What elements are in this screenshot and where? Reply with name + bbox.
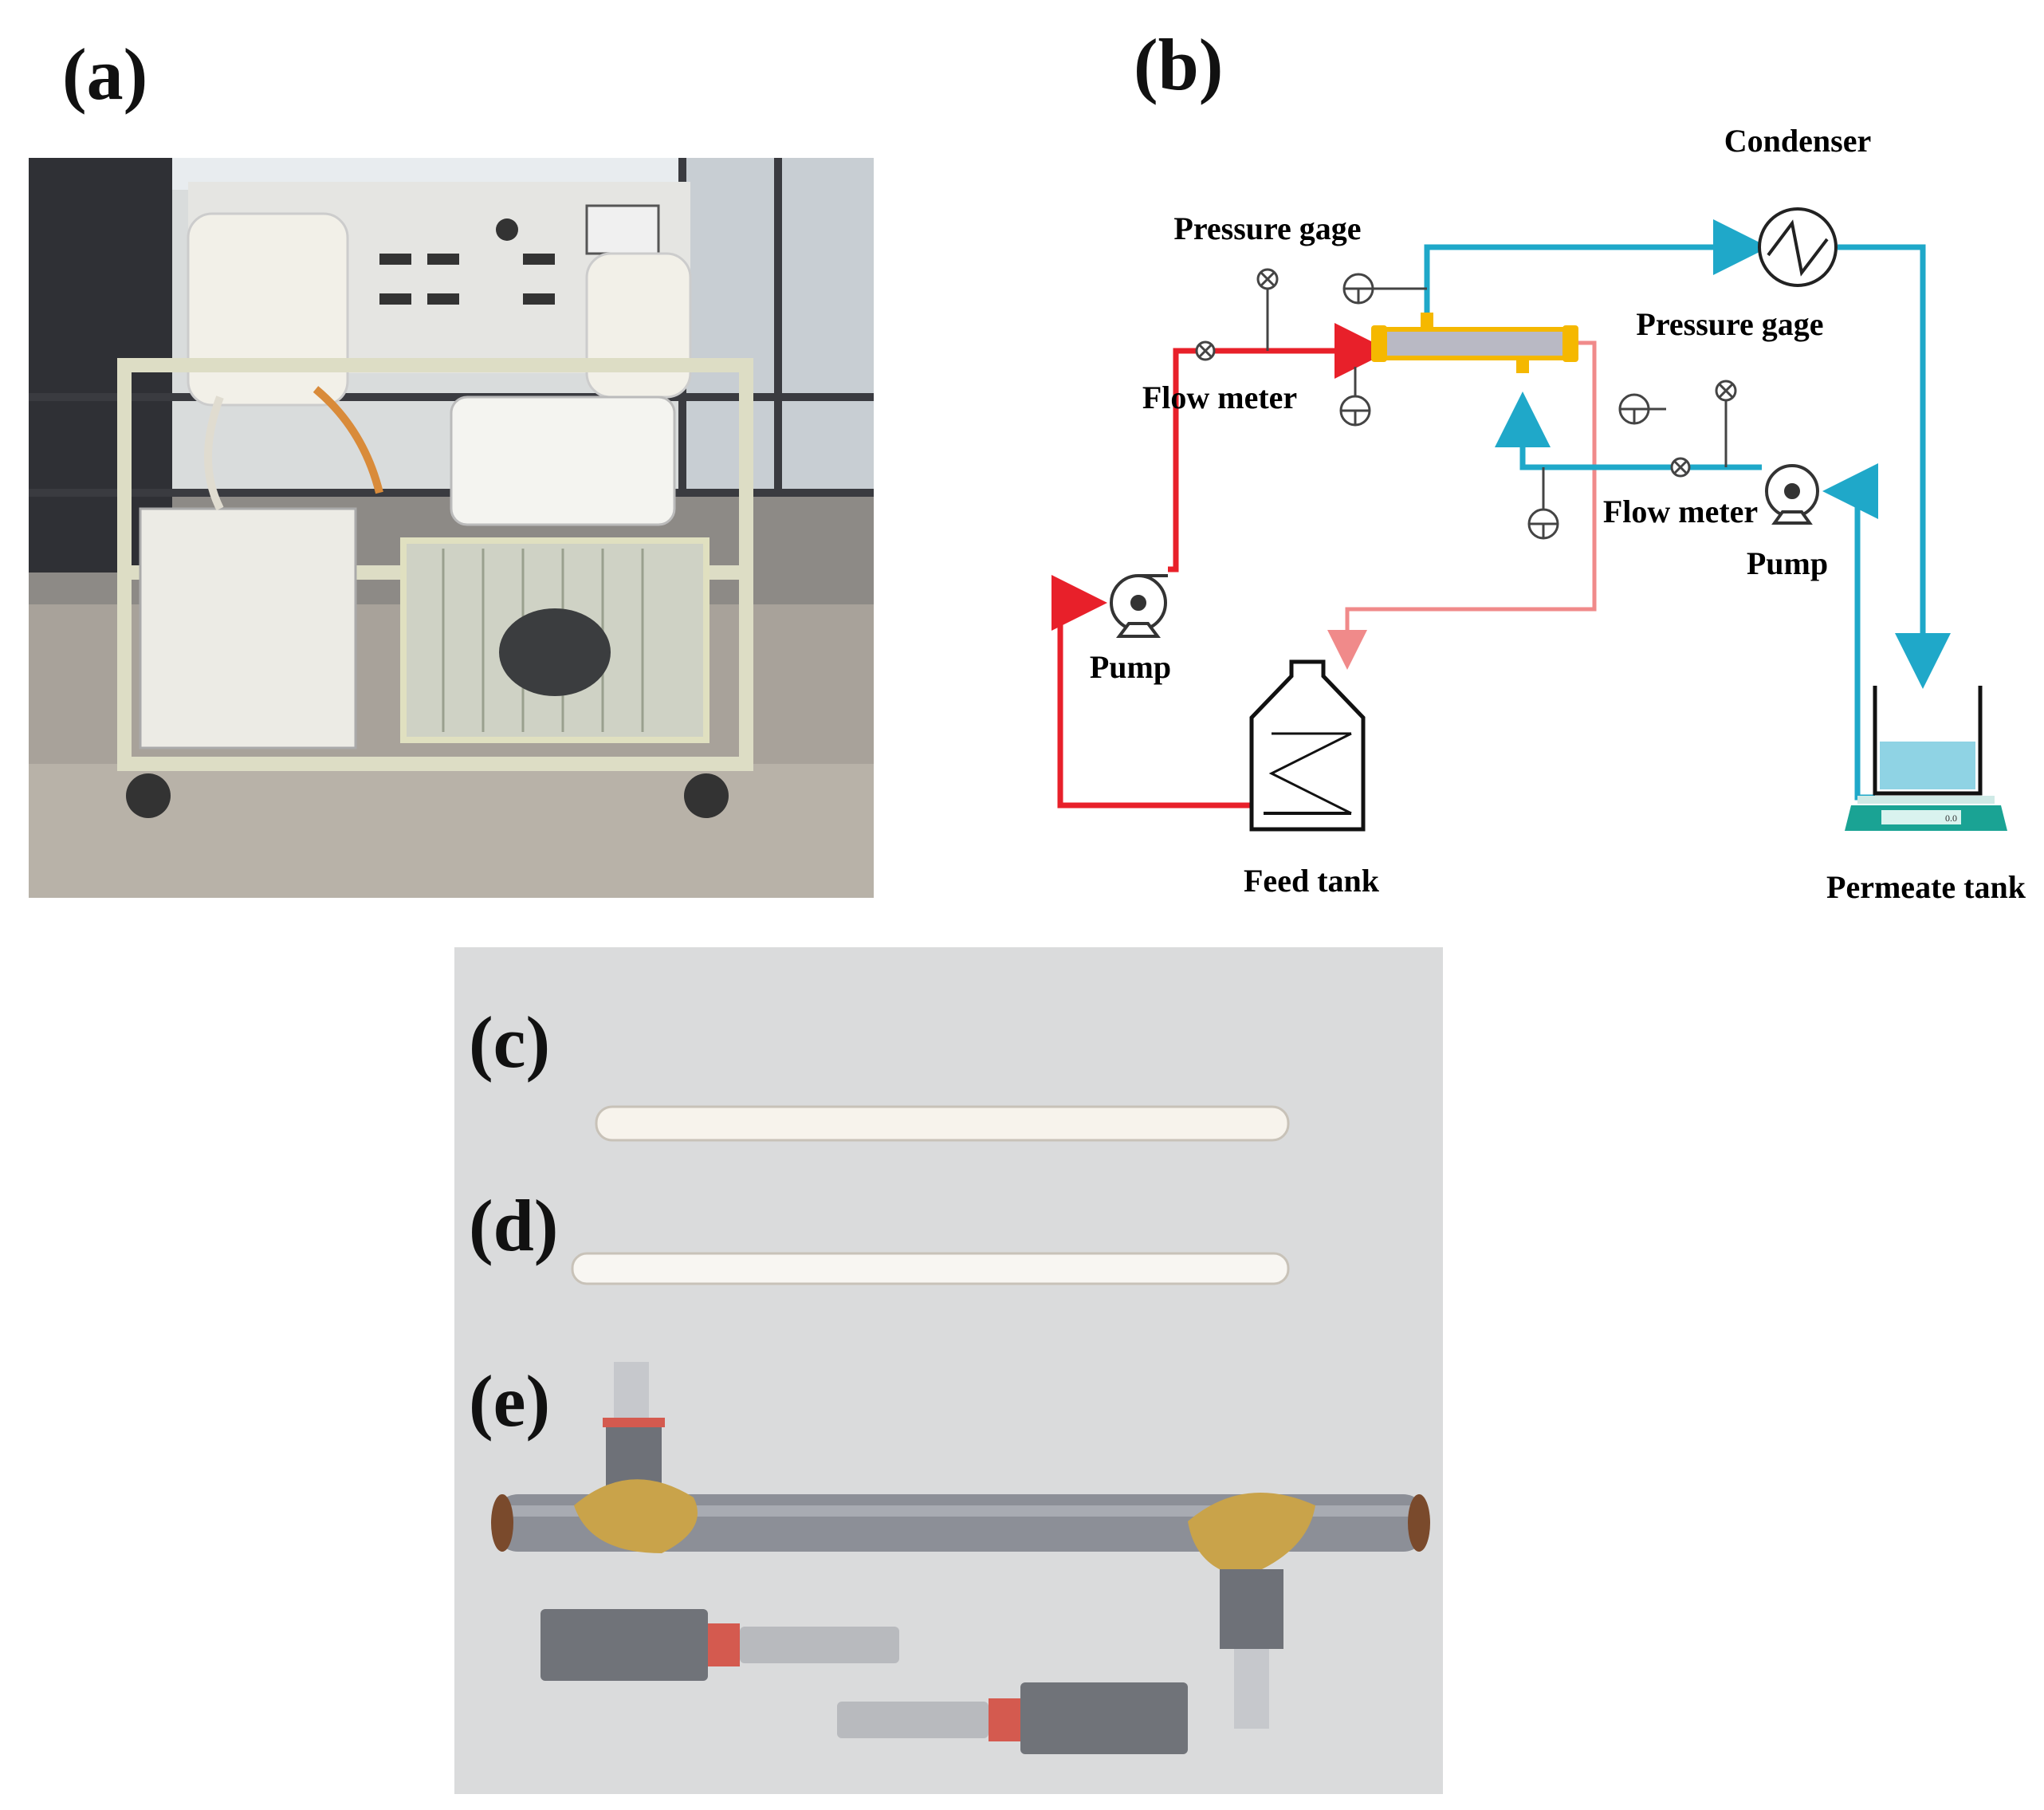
pump-right-label: Pump: [1747, 545, 1828, 581]
pressure-gage-right-label: Pressure gage: [1636, 306, 1823, 342]
feed-tank-icon: [1249, 659, 1366, 832]
ceramic-membrane-c: [595, 1105, 1290, 1142]
pressure-gage-left-label: Pressure gage: [1173, 211, 1361, 246]
panel-label-e: (e): [469, 1360, 550, 1442]
thermometer-icon: [1342, 273, 1427, 305]
condenser-label: Condenser: [1724, 123, 1871, 159]
permeate-tank-label: Permeate tank: [1826, 869, 2026, 905]
pressure-gage-icon: [1715, 380, 1737, 467]
feed-line: [1051, 323, 1390, 809]
process-schematic: Condenser Pressure gage Flow meter Press…: [1051, 123, 2026, 905]
setup-photo: [29, 158, 874, 898]
flow-meter-left-label: Flow meter: [1142, 380, 1297, 415]
panel-label-d: (d): [469, 1185, 558, 1266]
panel-label-c: (c): [469, 1001, 550, 1083]
pressure-gage-icon: [1256, 268, 1279, 351]
membrane-module-photo: (c) (d) (e): [454, 947, 1443, 1794]
pump-icon: [1765, 464, 1819, 525]
permeate-tank-icon: [1845, 686, 2007, 831]
flow-meter-right-label: Flow meter: [1603, 494, 1758, 529]
thermometer-icon: [1527, 467, 1559, 540]
thermometer-icon: [1618, 393, 1666, 425]
feed-tank-label: Feed tank: [1244, 863, 1380, 899]
membrane-module-icon: [1371, 313, 1578, 373]
thermometer-icon: [1339, 367, 1371, 427]
pump-left-label: Pump: [1090, 649, 1171, 685]
panel-label-a: (a): [62, 33, 148, 115]
flow-meter-icon: [1195, 340, 1216, 361]
balance-readout: 0.0: [1945, 813, 1957, 824]
panel-label-b: (b): [1134, 24, 1224, 105]
ceramic-membrane-d: [571, 1252, 1290, 1285]
pump-icon: [1110, 574, 1168, 638]
retentate-line: [1327, 340, 1597, 670]
condenser-icon: [1758, 207, 1838, 287]
flow-meter-icon: [1670, 457, 1691, 478]
